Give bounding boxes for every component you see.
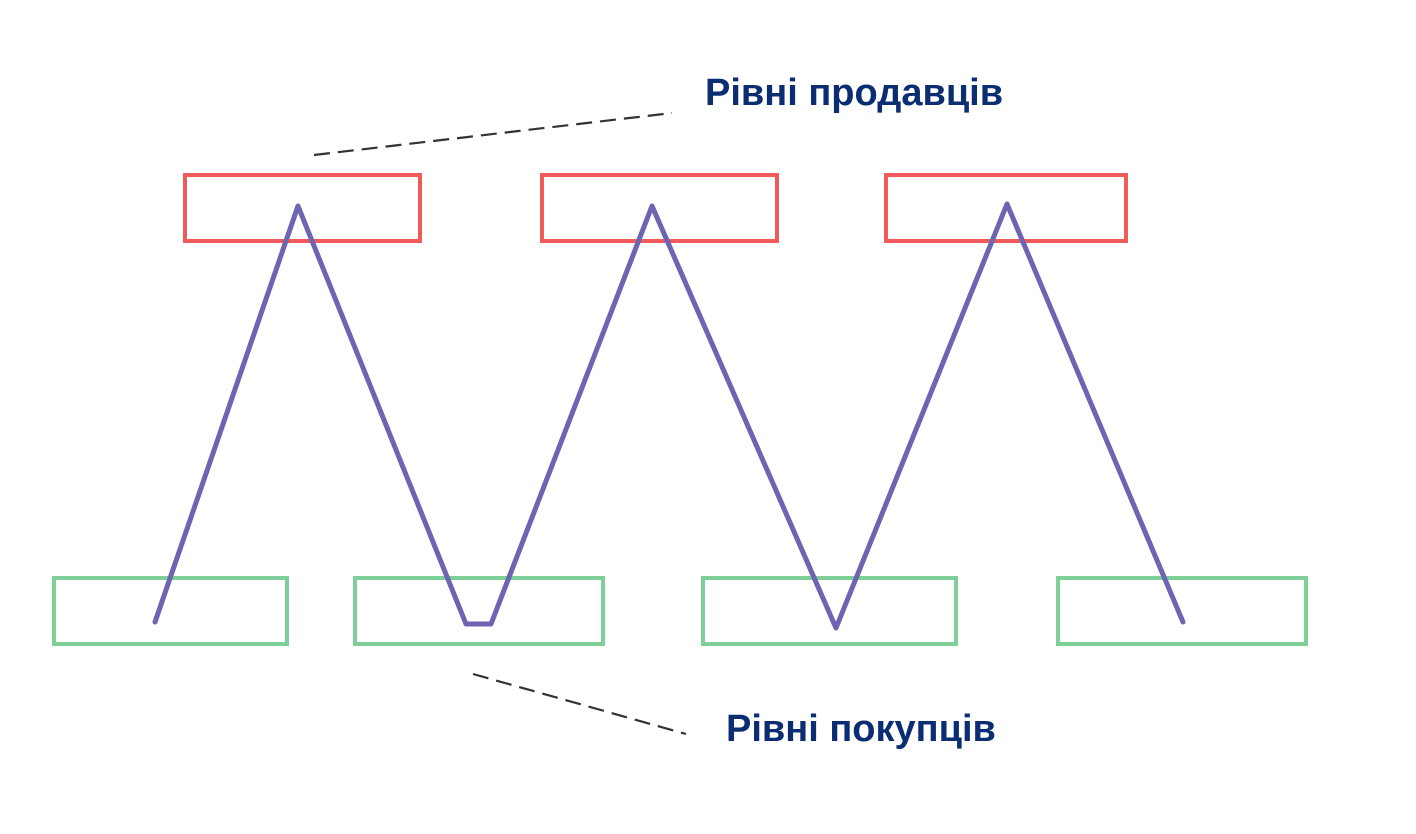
price-zigzag-line bbox=[152, 201, 1186, 631]
buyer-level-box bbox=[52, 576, 289, 646]
buyers-leader-line bbox=[472, 672, 687, 736]
buyer-level-box bbox=[1056, 576, 1308, 646]
seller-level-box bbox=[540, 173, 779, 243]
sellers-levels-label: Рівні продавців bbox=[705, 72, 1004, 114]
sellers-leader-line bbox=[313, 111, 673, 157]
seller-level-box bbox=[183, 173, 422, 243]
buyer-level-box bbox=[701, 576, 958, 646]
buyers-levels-label: Рівні покупців bbox=[726, 708, 996, 750]
buyer-level-box bbox=[353, 576, 605, 646]
seller-level-box bbox=[884, 173, 1128, 243]
